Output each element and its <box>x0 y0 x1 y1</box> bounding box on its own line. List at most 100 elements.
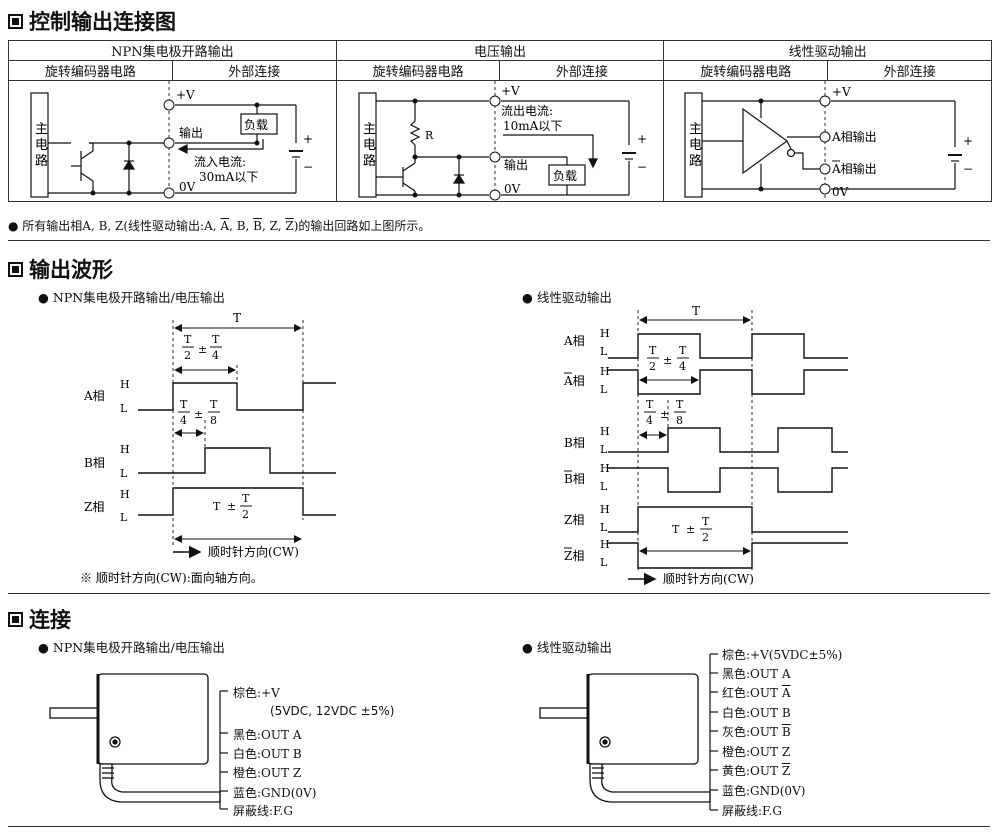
load-label: 负载 <box>553 169 577 183</box>
divider <box>8 593 990 594</box>
zero-v-label: 0V <box>832 185 849 199</box>
svg-text:Z相: Z相 <box>564 549 584 563</box>
svg-text:L: L <box>120 511 128 524</box>
svg-text:L: L <box>600 556 608 569</box>
source-current-label: 流出电流: <box>501 104 553 118</box>
svg-text:L: L <box>600 383 608 396</box>
line-driver-circuit-diagram: 主 电 路 +V A相输出 A相输出 0V + − <box>684 81 973 201</box>
wire-brown-spec: (5VDC, 12VDC ±5%) <box>270 704 395 718</box>
svg-text:T: T <box>212 333 220 346</box>
svg-text:H: H <box>120 443 130 456</box>
cw-note: ※ 顺时针方向(CW):面向轴方向。 <box>80 570 263 585</box>
line-wire-red: 红色:OUT A <box>722 686 791 700</box>
subheader: 外部连接 <box>499 60 665 81</box>
plus-v-label: +V <box>501 84 520 98</box>
svg-text:2: 2 <box>242 508 249 521</box>
phase-b-label: B相 <box>84 456 105 470</box>
main-label: 路 <box>689 153 702 169</box>
svg-text:L: L <box>120 402 128 415</box>
header-line-driver: 线性驱动输出 <box>663 40 992 61</box>
svg-text:顺时针方向(CW): 顺时针方向(CW) <box>663 571 754 586</box>
minus-sign: − <box>303 160 313 174</box>
line-wire-bracket <box>709 653 718 811</box>
svg-text:4: 4 <box>180 414 187 427</box>
svg-text:L: L <box>120 467 128 480</box>
svg-text:±: ± <box>227 500 236 513</box>
plus-sign: + <box>963 134 973 148</box>
period-label: T <box>233 311 241 325</box>
square-bullet-icon <box>8 611 23 627</box>
svg-text:H: H <box>600 327 610 340</box>
subheader: 外部连接 <box>827 60 992 81</box>
line-wire-orange: 橙色:OUT Z <box>722 745 791 759</box>
svg-text:B相: B相 <box>564 472 585 486</box>
a-output-label: A相输出 <box>831 129 877 144</box>
header-npn: NPN集电极开路输出 <box>8 40 337 61</box>
line-wire-white: 白色:OUT B <box>722 706 791 720</box>
subheader: 旋转编码器电路 <box>335 60 501 81</box>
line-wire-gray: 灰色:OUT B <box>722 725 791 739</box>
svg-text:H: H <box>120 488 130 501</box>
divider <box>8 826 990 827</box>
svg-text:H: H <box>600 462 610 475</box>
line-encoder-drawing <box>539 673 711 803</box>
svg-text:H: H <box>120 378 130 391</box>
load-label: 负载 <box>244 118 268 132</box>
svg-text:±: ± <box>686 523 695 536</box>
svg-text:T: T <box>672 523 680 536</box>
line-wire-brown: 棕色:+V(5VDC±5%) <box>722 648 843 662</box>
svg-text:2: 2 <box>649 360 656 373</box>
section-title-waveform: 输出波形 <box>8 254 113 284</box>
plus-v-label: +V <box>832 85 851 99</box>
connection-line-heading: ● 线性驱动输出 <box>522 640 612 655</box>
line-wire-yellow: 黄色:OUT Z <box>722 764 791 778</box>
waveform-npn-heading: ● NPN集电极开路输出/电压输出 <box>38 290 225 305</box>
svg-text:H: H <box>600 365 610 378</box>
svg-text:T: T <box>679 344 687 357</box>
svg-text:T: T <box>184 333 192 346</box>
svg-text:4: 4 <box>646 414 653 427</box>
plus-sign: + <box>637 132 647 146</box>
npn-circuit-diagram: 主 电 路 +V 输出 负载 流入电流: 30mA以下 0V + − <box>30 81 313 201</box>
svg-text:A相: A相 <box>563 334 585 348</box>
svg-text:B相: B相 <box>564 436 585 450</box>
svg-text:±: ± <box>663 354 672 367</box>
svg-text:±: ± <box>194 408 203 421</box>
minus-sign: − <box>963 162 973 176</box>
phase-z-label: Z相 <box>84 500 104 514</box>
wire-orange: 橙色:OUT Z <box>233 766 302 780</box>
svg-text:T: T <box>646 398 654 411</box>
svg-text:2: 2 <box>184 349 191 362</box>
main-label: 电 <box>689 138 702 153</box>
npn-waveform-diagram: T T 2 ± T 4 T 4 ± T 8 T ± T 2 A相 H L B相 … <box>80 311 336 585</box>
npn-wire-bracket <box>219 690 228 810</box>
svg-text:T: T <box>692 304 700 318</box>
wire-brown: 棕色:+V <box>233 686 280 700</box>
header-voltage: 电压输出 <box>335 40 665 61</box>
main-label: 主 <box>35 122 48 137</box>
output-label: 输出 <box>179 125 203 140</box>
square-bullet-icon <box>8 261 23 277</box>
svg-text:±: ± <box>198 343 207 356</box>
svg-text:H: H <box>600 425 610 438</box>
svg-text:8: 8 <box>676 414 683 427</box>
plus-sign: + <box>303 132 313 146</box>
svg-text:H: H <box>600 503 610 516</box>
line-waveform-diagram: T T 2 ± T 4 T 4 ± T 8 T ± T 2 A相 H L A相 … <box>563 304 848 586</box>
subheader: 外部连接 <box>171 60 337 81</box>
zero-v-label: 0V <box>179 180 196 194</box>
main-label: 路 <box>363 153 376 169</box>
svg-text:2: 2 <box>702 531 709 544</box>
wire-shield: 屏蔽线:F.G <box>233 804 293 818</box>
line-wire-shield: 屏蔽线:F.G <box>722 804 782 818</box>
subheader: 旋转编码器电路 <box>663 60 829 81</box>
resistor-label: R <box>425 129 434 142</box>
connection-npn-heading: ● NPN集电极开路输出/电压输出 <box>38 640 225 655</box>
sink-current-value: 30mA以下 <box>199 170 258 184</box>
svg-text:A相: A相 <box>563 374 585 388</box>
waveform-line-heading: ● 线性驱动输出 <box>522 290 612 305</box>
svg-text:±: ± <box>660 408 669 421</box>
svg-text:T: T <box>210 398 218 411</box>
svg-text:L: L <box>600 480 608 493</box>
main-label: 路 <box>35 153 48 169</box>
